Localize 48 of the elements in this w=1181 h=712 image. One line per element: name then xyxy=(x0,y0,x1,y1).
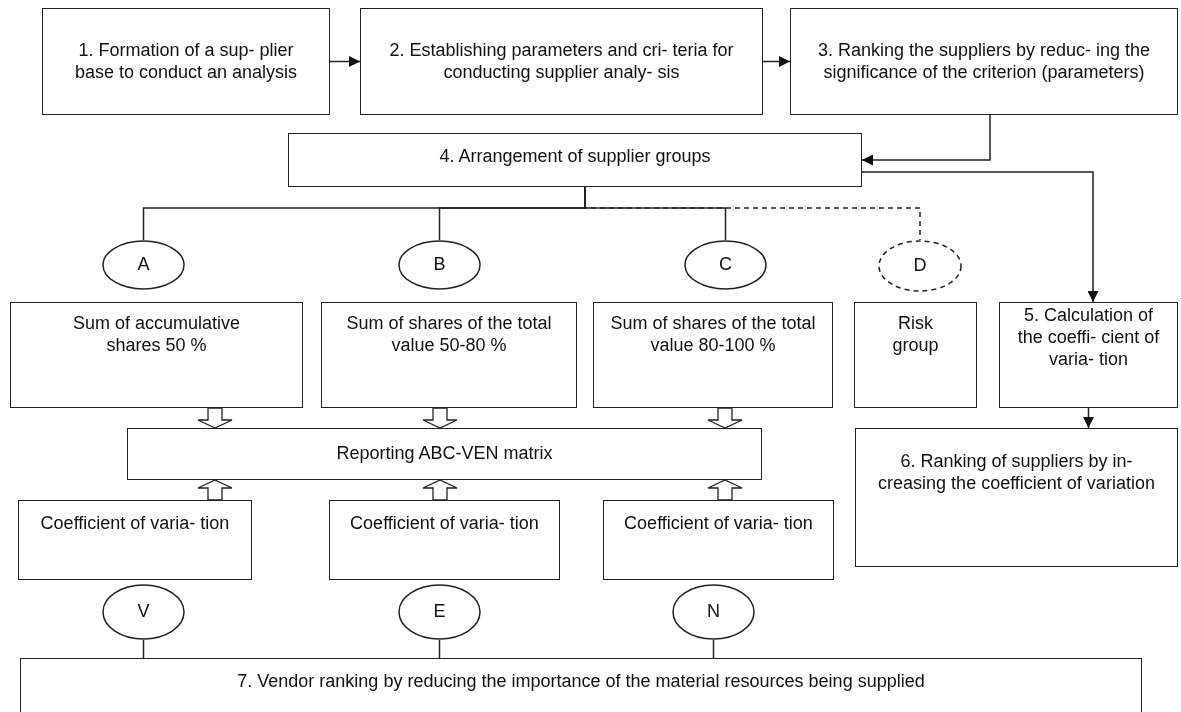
arrow xyxy=(1083,407,1094,429)
box-label: Coefficient of varia- tion xyxy=(350,513,539,535)
box-label: Sum of shares of the total value 50-80 % xyxy=(345,313,553,357)
hollow-block-arrow xyxy=(707,479,743,501)
group-letter: A xyxy=(137,254,150,276)
box-label: 3. Ranking the suppliers by reduc- ing the significance of the criterion (parameters) xyxy=(816,39,1152,84)
group-letter: E xyxy=(433,601,446,623)
process-box xyxy=(603,500,834,580)
process-box xyxy=(360,8,763,115)
process-box xyxy=(18,500,252,580)
process-box xyxy=(999,302,1178,408)
hollow-block-arrow xyxy=(422,407,458,429)
process-box xyxy=(127,428,762,480)
box-label: Coefficient of varia- tion xyxy=(624,513,813,535)
process-box xyxy=(321,302,577,408)
box-label: Reporting ABC-VEN matrix xyxy=(336,443,553,465)
group-letter: V xyxy=(137,601,150,623)
process-box xyxy=(329,500,560,580)
box-label: 5. Calculation of the coeffi- cient of varia- tion xyxy=(1016,305,1161,371)
box-label: 2. Establishing parameters and cri- teria for conducting supplier analy- sis xyxy=(388,39,735,84)
process-box xyxy=(42,8,330,115)
box-label: 1. Formation of a sup- plier base to conduct an analysis xyxy=(73,39,299,84)
box-label: 4. Arrangement of supplier groups xyxy=(439,146,711,168)
hollow-block-arrow xyxy=(197,407,233,429)
process-box xyxy=(855,428,1178,567)
box-label: Sum of accumulative shares 50 % xyxy=(71,313,242,357)
hollow-block-arrow xyxy=(197,479,233,501)
arrow xyxy=(861,171,1099,303)
box-label: 6. Ranking of suppliers by in- creasing the coefficient of variation xyxy=(877,451,1156,495)
process-box xyxy=(854,302,977,408)
process-box xyxy=(10,302,303,408)
box-label: Coefficient of varia- tion xyxy=(40,513,230,535)
group-letter: N xyxy=(707,601,720,623)
group-letter: C xyxy=(719,254,732,276)
box-label: Risk group xyxy=(891,313,940,357)
group-letter: D xyxy=(913,255,927,277)
arrow xyxy=(861,114,991,166)
process-box xyxy=(790,8,1178,115)
box-label: 7. Vendor ranking by reducing the importance of the material resources being supplied xyxy=(237,671,925,693)
process-box xyxy=(288,133,862,187)
process-box xyxy=(593,302,833,408)
arrow xyxy=(762,56,791,67)
process-box xyxy=(20,658,1142,712)
group-letter: B xyxy=(433,254,446,276)
box-label: Sum of shares of the total value 80-100 % xyxy=(609,313,817,357)
hollow-block-arrow xyxy=(707,407,743,429)
hollow-block-arrow xyxy=(422,479,458,501)
arrow xyxy=(329,56,361,67)
